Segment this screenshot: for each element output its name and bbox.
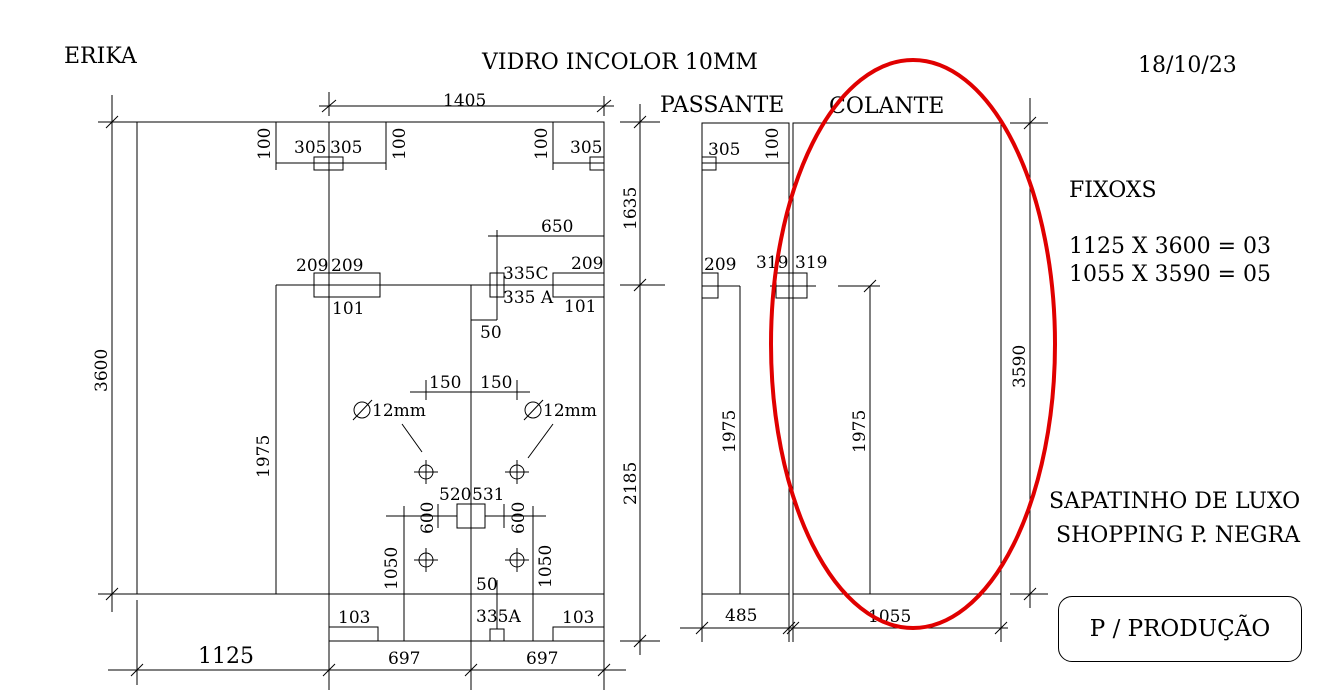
fixos-title: FIXOXS (1069, 178, 1157, 203)
production-badge: P / PRODUÇÃO (1058, 596, 1302, 662)
p-1055: 1055 (868, 607, 911, 627)
dim-209-a: 209 (296, 256, 328, 276)
dim-600-a: 600 (418, 502, 438, 534)
client-line-1: SAPATINHO DE LUXO (1049, 489, 1300, 514)
dim-531: 531 (472, 485, 504, 505)
dim-bottom-right: 697 (526, 649, 558, 669)
dim-209-c: 209 (571, 254, 603, 274)
p-209: 209 (704, 255, 736, 275)
p-1975-a: 1975 (720, 410, 740, 453)
dim-101-b: 101 (564, 297, 596, 317)
dim-1050-b: 1050 (536, 545, 556, 588)
dim-height-total: 3600 (92, 349, 112, 392)
dim-top-right-height: 1635 (621, 187, 641, 230)
dim-335a: 335 A (503, 288, 554, 308)
dim-fixed-width: 1125 (198, 644, 254, 669)
dim-103-b: 103 (562, 608, 594, 628)
dim-bottom-left: 697 (388, 649, 420, 669)
colante-label: COLANTE (829, 94, 944, 119)
left-assembly (98, 92, 665, 690)
p-3590: 3590 (1010, 345, 1030, 388)
dim-150-b: 150 (480, 373, 512, 393)
dim-650: 650 (541, 217, 573, 237)
right-assembly (680, 98, 1048, 642)
p-319-a: 319 (756, 253, 788, 273)
fixos-line-2: 1055 X 3590 = 05 (1069, 262, 1271, 287)
p-305: 305 (708, 140, 740, 160)
dim-150-a: 150 (429, 373, 461, 393)
passante-label: PASSANTE (660, 93, 784, 118)
p-319-b: 319 (795, 253, 827, 273)
fixos-line-1: 1125 X 3600 = 03 (1069, 234, 1271, 259)
dim-520: 520 (439, 485, 471, 505)
dim-tr-305: 305 (570, 138, 602, 158)
dim-335a-bottom: 335A (476, 607, 521, 627)
highlight-ellipse (769, 58, 1057, 630)
dim-600-b: 600 (509, 502, 529, 534)
p-1975-b: 1975 (850, 410, 870, 453)
p-485: 485 (725, 606, 757, 626)
hole-label-a: 12mm (372, 401, 426, 421)
dim-width-top: 1405 (443, 91, 486, 111)
client-line-2: SHOPPING P. NEGRA (1056, 523, 1301, 548)
dim-50-b: 50 (476, 575, 498, 595)
dim-50-a: 50 (480, 323, 502, 343)
dim-tl-305-a: 305 (294, 138, 326, 158)
dim-1050-a: 1050 (382, 547, 402, 590)
drawing-date: 18/10/23 (1138, 53, 1237, 78)
production-label: P / PRODUÇÃO (1089, 616, 1271, 642)
client-name: ERIKA (64, 44, 138, 69)
dim-bottom-right-height: 2185 (621, 462, 641, 505)
dim-left-panel-height: 1975 (254, 435, 274, 478)
dim-209-b: 209 (331, 256, 363, 276)
dim-tl-100-a: 100 (255, 128, 275, 160)
drawing-title: VIDRO INCOLOR 10MM (481, 50, 758, 75)
dim-103-a: 103 (338, 608, 370, 628)
dim-tl-305-b: 305 (330, 138, 362, 158)
dim-tr-100: 100 (532, 128, 552, 160)
dim-335c: 335C (503, 264, 548, 284)
hole-label-b: 12mm (543, 401, 597, 421)
p-100: 100 (763, 128, 783, 160)
dim-101-a: 101 (332, 299, 364, 319)
dim-tl-100-b: 100 (390, 128, 410, 160)
